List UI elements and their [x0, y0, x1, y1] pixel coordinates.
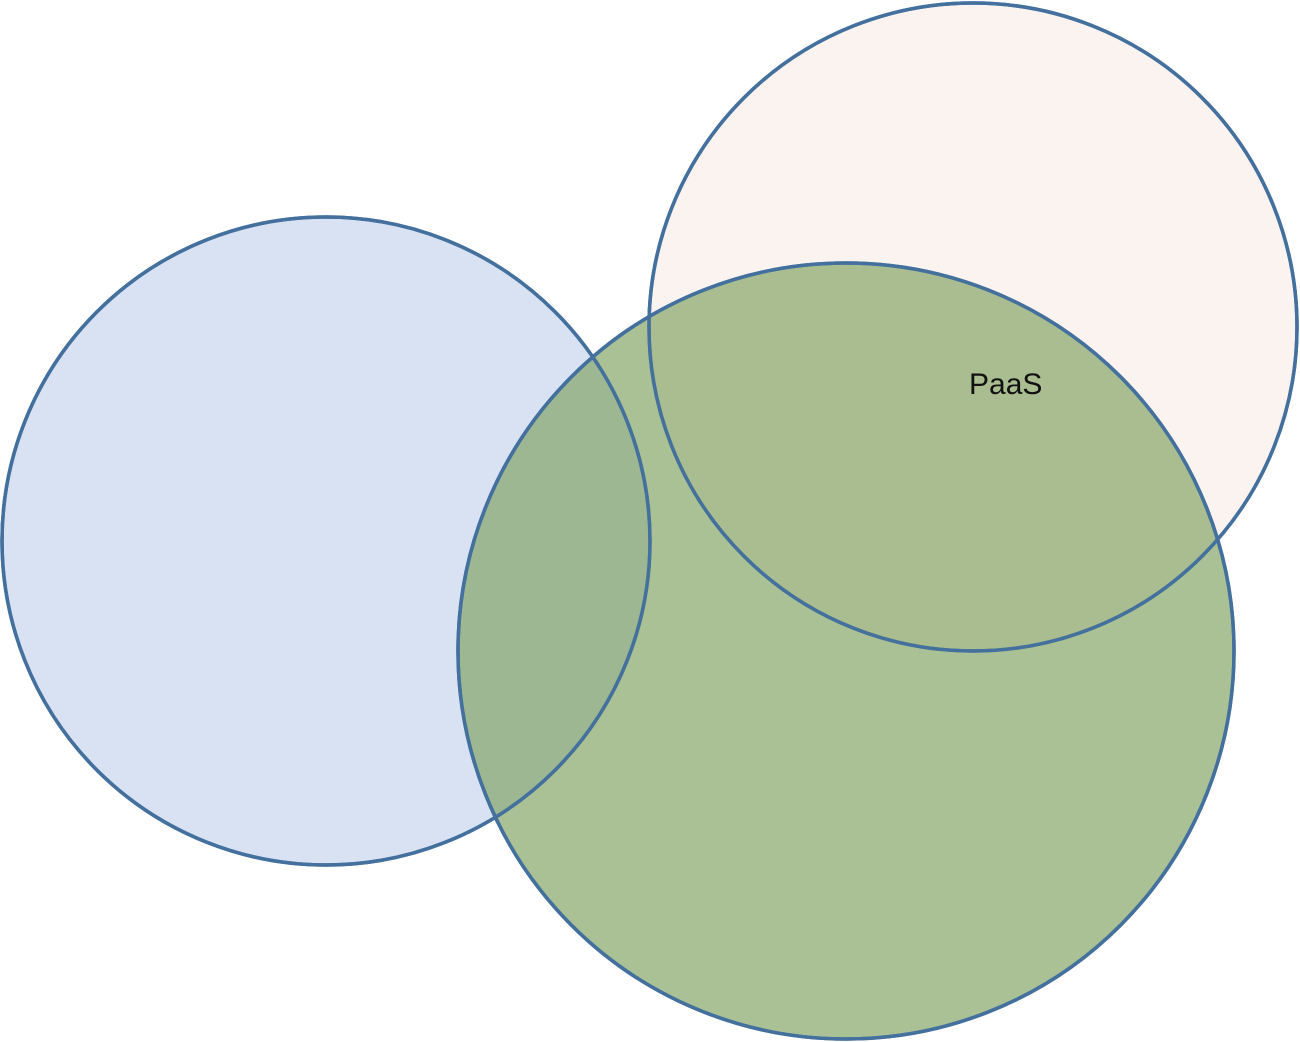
top-right-circle-outline	[647, 1, 1299, 653]
left-circle-outline	[0, 215, 652, 867]
paas-label: PaaS	[969, 368, 1042, 401]
bottom-circle	[456, 261, 1236, 1041]
bottom-circle-outline	[456, 261, 1236, 1041]
